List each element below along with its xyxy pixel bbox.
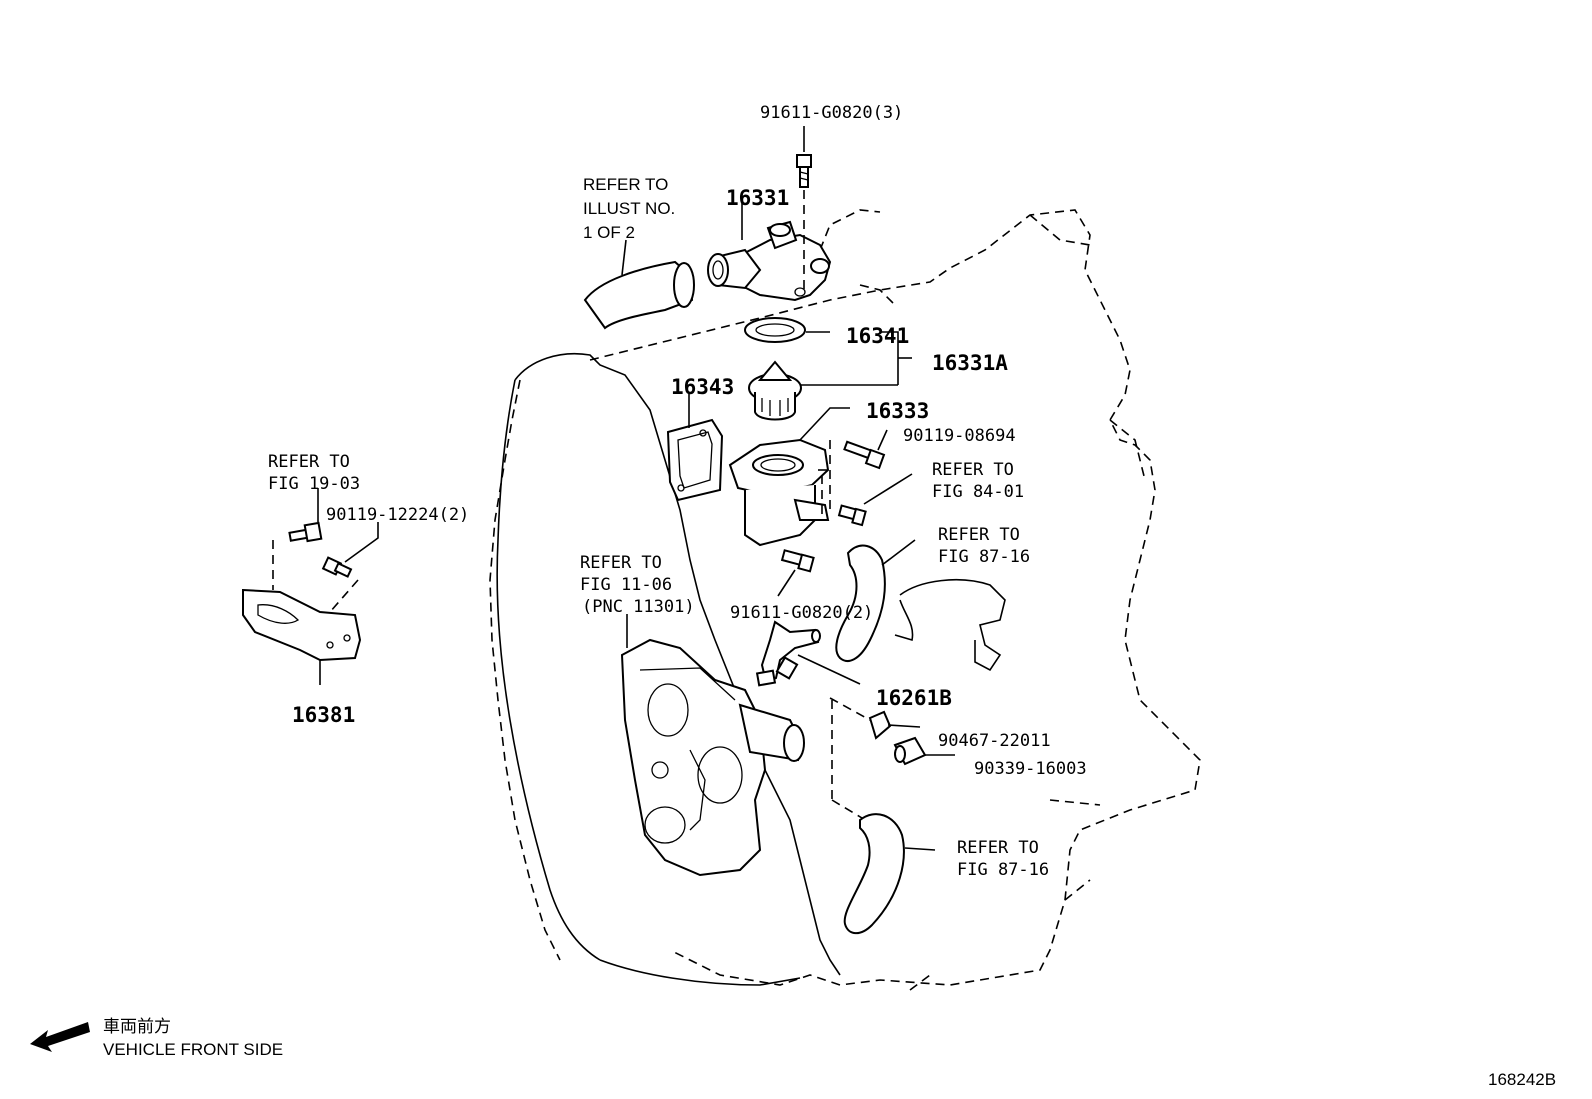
thermostat-housing-16333 <box>728 407 850 547</box>
label-refer-84-01-2: FIG 84-01 <box>932 482 1024 502</box>
dashed-leaders-lower <box>829 697 871 819</box>
label-refer-illust-1: REFER TO <box>583 175 668 194</box>
gasket-16343 <box>666 392 724 502</box>
label-front-side-en: VEHICLE FRONT SIDE <box>103 1040 283 1059</box>
engine-block-outline <box>489 209 1201 991</box>
bolt-90119-08694 <box>829 429 888 510</box>
label-refer-illust-2: ILLUST NO. <box>583 199 675 218</box>
label-bolt-90119-08694: 90119-08694 <box>903 426 1016 446</box>
plug-90339-16003 <box>893 736 955 766</box>
top-bolt <box>796 126 812 290</box>
water-bypass-pipe-16261B <box>755 620 861 687</box>
label-bolt-lower: 91611-G0820(2) <box>730 603 873 623</box>
timing-cover-outline <box>496 352 841 986</box>
bracket-16381 <box>242 540 362 685</box>
label-16261B: 16261B <box>876 686 952 710</box>
label-16343: 16343 <box>671 375 734 399</box>
label-refer-87-16-a-2: FIG 87-16 <box>938 547 1030 567</box>
label-refer-11-06-1: REFER TO <box>580 553 662 573</box>
upper-hose <box>583 239 695 330</box>
label-refer-19-03-1: REFER TO <box>268 452 350 472</box>
assy-bracket-lines <box>880 331 912 385</box>
label-refer-19-03-2: FIG 19-03 <box>268 474 360 494</box>
bracket-bolts <box>288 488 379 578</box>
label-bolt-top: 91611-G0820(3) <box>760 103 903 123</box>
illustration-number: 168242B <box>1488 1070 1556 1089</box>
lower-bolt <box>777 549 815 597</box>
thermostat <box>748 360 898 421</box>
hose-lower-87-16 <box>843 813 936 935</box>
label-refer-87-16-a-1: REFER TO <box>938 525 1020 545</box>
label-16341: 16341 <box>846 324 909 348</box>
label-refer-11-06-2: FIG 11-06 <box>580 575 672 595</box>
label-front-side-jp: 車両前方 <box>103 1017 171 1036</box>
label-refer-87-16-b-2: FIG 87-16 <box>957 860 1049 880</box>
label-refer-87-16-b-1: REFER TO <box>957 838 1039 858</box>
engine-right-details <box>894 579 1006 672</box>
label-16331: 16331 <box>726 186 789 210</box>
label-refer-illust-3: 1 OF 2 <box>583 223 635 242</box>
label-plug: 90339-16003 <box>974 759 1087 779</box>
label-refer-11-06-3: (PNC 11301) <box>582 597 695 617</box>
gasket-ring-16341 <box>744 317 830 343</box>
timing-chain-cover <box>620 614 805 877</box>
vehicle-front-arrow-icon <box>30 1022 90 1052</box>
label-refer-84-01-1: REFER TO <box>932 460 1014 480</box>
label-16333: 16333 <box>866 399 929 423</box>
label-16381: 16381 <box>292 703 355 727</box>
label-16331A: 16331A <box>932 351 1008 375</box>
hose-upper-87-16 <box>835 539 916 662</box>
label-clamp: 90467-22011 <box>938 731 1051 751</box>
label-bolt-bracket: 90119-12224(2) <box>326 505 469 525</box>
water-outlet-16331 <box>707 202 832 302</box>
bolt-refer-84-01 <box>837 473 913 527</box>
clamp-90467-22011 <box>868 710 921 740</box>
